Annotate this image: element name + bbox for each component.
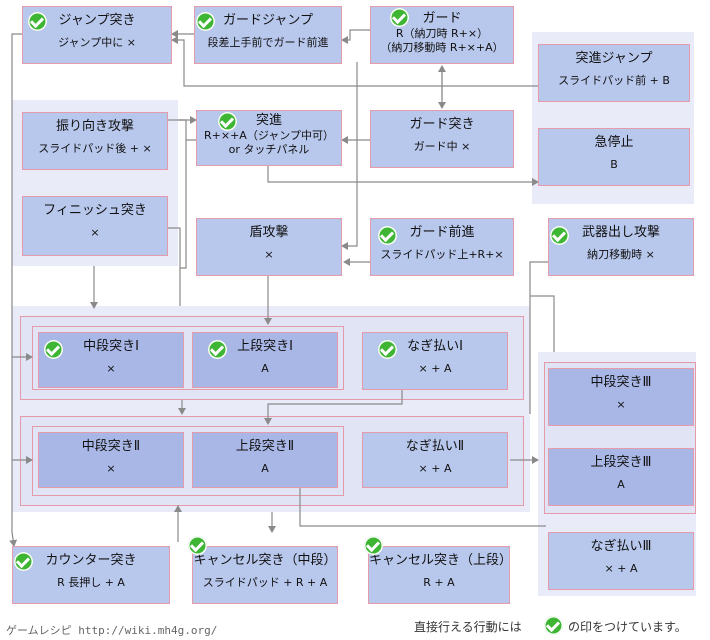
node-title: ガード突き	[409, 117, 475, 132]
source-credit: ゲームレシピ http://wiki.mh4g.org/	[6, 624, 218, 637]
check-icon	[550, 226, 569, 245]
node-command: × + A	[418, 462, 452, 475]
node-guard-advance[interactable]: ガード前進 スライドパッド上+R+×	[370, 218, 514, 276]
check-icon	[218, 112, 237, 131]
check-icon	[390, 8, 409, 27]
node-shield-attack[interactable]: 盾攻撃 ×	[196, 218, 342, 276]
node-title: なぎ払いⅢ	[590, 539, 652, 554]
node-title: ガード	[422, 11, 462, 26]
node-title: ジャンプ突き	[58, 13, 136, 28]
node-command: 段差上手前でガード前進	[207, 36, 329, 49]
node-mid-thrust-2[interactable]: 中段突きⅡ ×	[38, 432, 184, 488]
node-title: 武器出し攻撃	[581, 225, 660, 240]
node-advance-jump[interactable]: 突進ジャンプ スライドパッド前 + B	[538, 44, 690, 102]
node-command: ×	[90, 226, 100, 239]
node-jump-thrust[interactable]: ジャンプ突き ジャンプ中に ×	[22, 6, 172, 64]
node-command: スライドパッド + R + A	[202, 576, 328, 589]
node-title: キャンセル突き（中段）	[193, 553, 337, 568]
node-command: ×	[106, 462, 116, 475]
node-command: ジャンプ中に ×	[58, 36, 136, 49]
check-icon	[14, 552, 33, 571]
node-mid-thrust-1[interactable]: 中段突きⅠ ×	[38, 332, 184, 388]
node-title: 中段突きⅡ	[81, 439, 141, 454]
node-command: R + A	[423, 576, 455, 589]
node-title: ガードジャンプ	[223, 13, 313, 28]
node-title: なぎ払いⅡ	[405, 439, 465, 454]
node-title: 上段突きⅡ	[235, 439, 295, 454]
node-finish-thrust[interactable]: フィニッシュ突き ×	[22, 196, 168, 256]
node-weapon-draw[interactable]: 武器出し攻撃 納刀移動時 ×	[548, 218, 694, 276]
node-command: × + A	[604, 562, 638, 575]
node-command: R 長押し + A	[57, 576, 125, 589]
node-cancel-thrust-high[interactable]: キャンセル突き（上段） R + A	[368, 546, 513, 604]
node-command: スライドパッド後 + ×	[38, 142, 152, 155]
node-high-thrust-3[interactable]: 上段突きⅢ A	[548, 448, 694, 506]
node-command: A	[617, 478, 625, 491]
node-title: キャンセル突き（上段）	[369, 553, 513, 568]
node-title: ガード前進	[409, 225, 475, 240]
node-sweep-3[interactable]: なぎ払いⅢ × + A	[548, 532, 694, 590]
check-icon	[544, 616, 563, 635]
node-command: A	[261, 362, 269, 375]
node-title: 上段突きⅢ	[590, 455, 652, 470]
node-sudden-stop[interactable]: 急停止 B	[538, 128, 690, 186]
node-command: or タッチパネル	[228, 143, 310, 156]
node-title: なぎ払いⅠ	[407, 339, 463, 354]
node-command: ×	[616, 398, 626, 411]
node-command: 納刀移動時 ×	[587, 248, 655, 261]
node-mid-thrust-3[interactable]: 中段突きⅢ ×	[548, 368, 694, 426]
node-sweep-2[interactable]: なぎ払いⅡ × + A	[362, 432, 508, 488]
node-command: スライドパッド上+R+×	[380, 248, 504, 261]
node-title: 盾攻撃	[249, 225, 289, 240]
node-command: ×	[106, 362, 116, 375]
node-command: R+×+A（ジャンプ中可）	[204, 129, 334, 142]
node-title: フィニッシュ突き	[43, 203, 147, 218]
node-command: A	[261, 462, 269, 475]
check-icon	[196, 12, 215, 31]
legend-text-after: の印をつけています。	[568, 620, 687, 634]
check-icon	[378, 226, 397, 245]
node-title: 急停止	[594, 135, 634, 150]
node-guard-jump[interactable]: ガードジャンプ 段差上手前でガード前進	[194, 6, 342, 64]
node-command: ガード中 ×	[413, 140, 471, 153]
node-command: R（納刀時 R+×）	[395, 27, 489, 40]
node-cancel-thrust-mid[interactable]: キャンセル突き（中段） スライドパッド + R + A	[192, 546, 338, 604]
node-high-thrust-2[interactable]: 上段突きⅡ A	[192, 432, 338, 488]
node-title: カウンター突き	[45, 553, 137, 568]
check-icon	[28, 12, 47, 31]
node-command: B	[610, 158, 618, 171]
node-title: 上段突きⅠ	[237, 339, 293, 354]
node-guard-thrust[interactable]: ガード突き ガード中 ×	[370, 110, 514, 168]
check-icon	[364, 536, 383, 555]
check-icon	[378, 340, 397, 359]
node-counter-thrust[interactable]: カウンター突き R 長押し + A	[12, 546, 170, 604]
node-command: ×	[264, 248, 274, 261]
node-title: 中段突きⅠ	[83, 339, 139, 354]
node-command: × + A	[418, 362, 452, 375]
node-title: 突進	[255, 113, 282, 128]
legend-text-before: 直接行える行動には	[414, 620, 522, 634]
node-command: スライドパッド前 + B	[558, 74, 670, 87]
check-icon	[208, 340, 227, 359]
check-icon	[44, 340, 63, 359]
node-turn-attack[interactable]: 振り向き攻撃 スライドパッド後 + ×	[22, 112, 168, 170]
node-title: 突進ジャンプ	[575, 51, 653, 66]
node-command: （納刀移動時 R+×+A）	[380, 41, 504, 54]
node-title: 中段突きⅢ	[590, 375, 652, 390]
node-title: 振り向き攻撃	[55, 119, 134, 134]
check-icon	[188, 536, 207, 555]
